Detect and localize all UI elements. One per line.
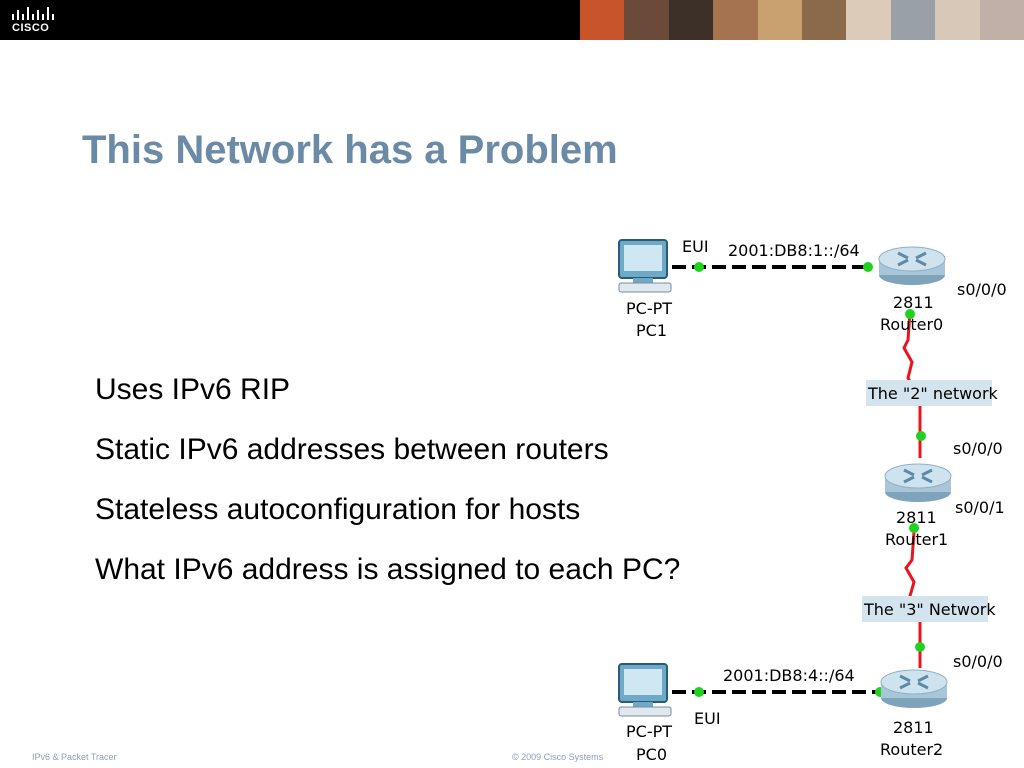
router0-name-label: Router0 [880, 315, 943, 334]
bullet-list: Uses IPv6 RIP Static IPv6 addresses betw… [95, 370, 680, 610]
lan-bottom-label: 2001:DB8:4::/64 [723, 666, 855, 685]
net2-label-bg [866, 380, 992, 406]
router0-icon[interactable] [877, 245, 947, 287]
router1-name-label: Router1 [885, 530, 948, 549]
slide-title: This Network has a Problem [82, 128, 618, 172]
logo-text: CISCO [12, 22, 50, 34]
link-pc0-router2 [672, 687, 885, 697]
router0-iface-label: s0/0/0 [957, 280, 1007, 299]
pc1-type-label: PC-PT [626, 299, 672, 318]
footer-right: © 2009 Cisco Systems [512, 752, 604, 762]
net2-label: The "2" network [867, 384, 999, 403]
bullet-item: Stateless autoconfiguration for hosts [95, 493, 581, 526]
net3-label: The "3" Network [863, 600, 996, 619]
link-pc1-router0 [672, 262, 873, 272]
pc0-link-label: EUI [694, 709, 721, 728]
router2-icon[interactable] [879, 668, 949, 710]
router1-iface-top-label: s0/0/0 [953, 439, 1003, 458]
pc1-link-label: EUI [682, 237, 709, 256]
net3-label-bg [862, 596, 988, 622]
router2-iface-label: s0/0/0 [953, 652, 1003, 671]
router0-model-label: 2811 [893, 293, 934, 312]
pc1-name-label: PC1 [636, 321, 667, 340]
router2-name-label: Router2 [880, 740, 943, 759]
pc0-name-label: PC0 [636, 745, 667, 764]
header-bar: CISCO [0, 0, 1024, 40]
bullet-item: What IPv6 address is assigned to each PC… [95, 553, 681, 586]
router1-iface-bottom-label: s0/0/1 [955, 498, 1005, 517]
network-diagram: EUI 2001:DB8:1::/64 s0/0/0 PC-PT PC1 281… [618, 237, 1007, 764]
cisco-logo-icon [12, 7, 54, 20]
bullet-item: Uses IPv6 RIP [95, 373, 291, 406]
header-photo-strip [580, 0, 1024, 40]
pc0-icon[interactable] [618, 663, 672, 717]
pc1-icon[interactable] [618, 239, 672, 293]
pc0-type-label: PC-PT [626, 722, 672, 741]
router1-model-label: 2811 [896, 508, 937, 527]
router1-icon[interactable] [883, 462, 953, 504]
bullet-item: Static IPv6 addresses between routers [95, 433, 609, 466]
lan-top-label: 2001:DB8:1::/64 [728, 241, 860, 260]
footer-left: IPv6 & Packet Tracer [32, 752, 117, 762]
router2-model-label: 2811 [893, 718, 934, 737]
